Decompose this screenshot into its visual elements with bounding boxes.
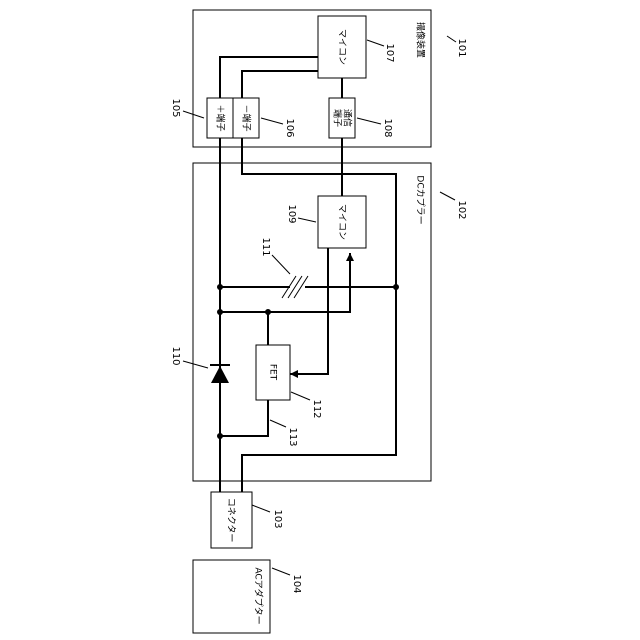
ref-111: 111 [260,237,271,256]
comm-terminal-label-line2: 端子 [332,109,344,127]
minus-terminal-label: －端子 [241,104,253,131]
micom-camera-label: マイコン [337,29,347,65]
ref-106: 106 [284,118,295,137]
ref-102: 102 [456,200,467,219]
comm-terminal-label-line1: 通信 [342,109,354,127]
fet-label: FET [268,364,278,381]
ref-113: 113 [287,427,298,446]
ref-112: 112 [311,399,322,418]
ref-108: 108 [382,118,393,137]
micom-coupler-label: マイコン [337,204,347,240]
ac-adapter-label: ACアダプター [253,567,265,624]
dc-coupler-label: DCカプラー [415,175,426,224]
ref-109: 109 [286,204,297,223]
imaging-device-label: 撮像装置 [415,22,427,58]
ref-107: 107 [384,43,395,62]
ref-103: 103 [272,509,283,528]
ref-104: 104 [291,574,302,593]
ref-110: 110 [170,346,181,365]
ref-105: 105 [170,98,181,117]
ref-101: 101 [456,38,467,57]
plus-terminal-label: ＋端子 [215,104,227,131]
connector-label: コネクター [226,498,237,543]
